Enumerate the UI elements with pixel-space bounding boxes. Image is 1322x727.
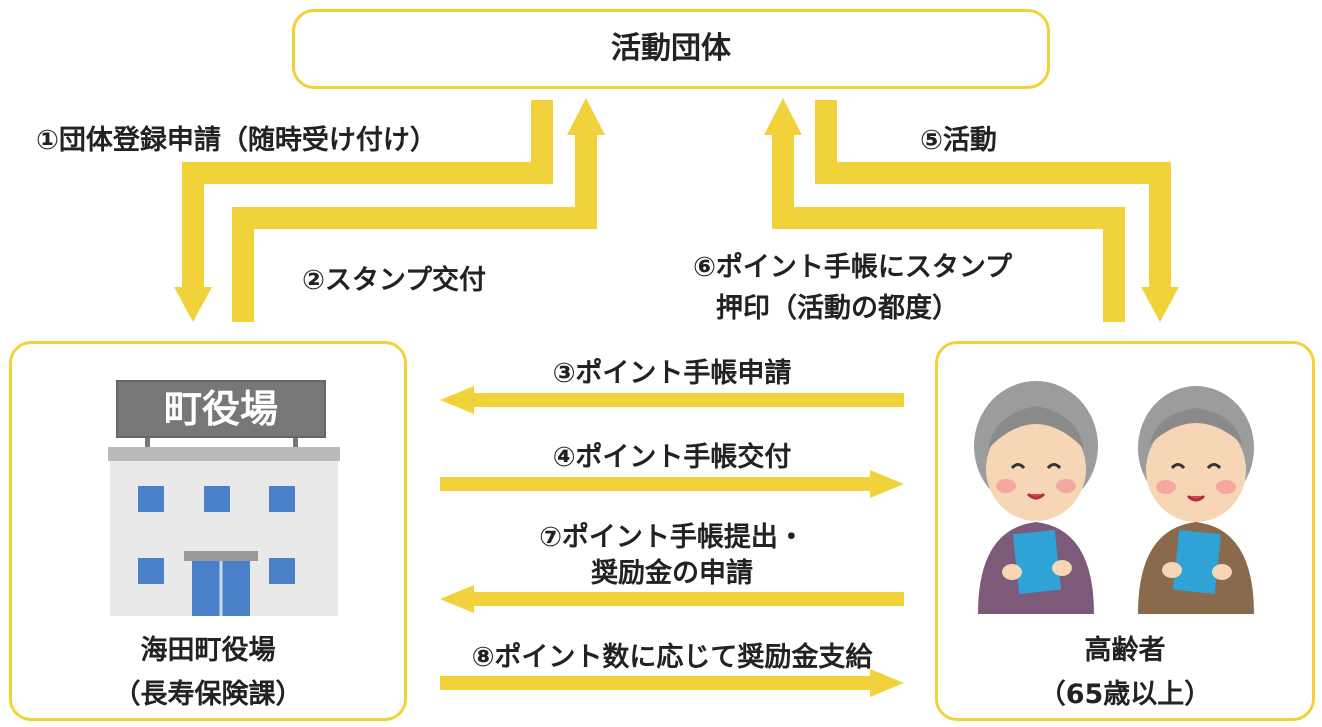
step8-label: ⑧ポイント数に応じて奨励金支給 <box>471 642 873 673</box>
elderly-people-illustration <box>974 381 1254 614</box>
arrow-step1-path <box>182 100 553 290</box>
arrow-step7-path <box>470 592 904 606</box>
arrow-step4-path <box>440 477 874 491</box>
step4-label: ④ポイント手帳交付 <box>552 442 792 473</box>
town-hall-sign-text: 町役場 <box>164 387 278 431</box>
step6-label-line1: ⑥ポイント手帳にスタンプ <box>693 252 1013 283</box>
step5-label: ⑤活動 <box>920 125 997 156</box>
arrow-step8-path <box>440 676 874 690</box>
arrow-step6-head <box>764 98 802 135</box>
activity-group-title: 活動団体 <box>611 31 731 66</box>
elderly-name: 高齢者 <box>1084 635 1166 666</box>
step1-label: ①団体登録申請（随時受け付け） <box>36 125 437 156</box>
elderly-age: （65歳以上） <box>1038 679 1212 710</box>
town-hall-dept: （長寿保険課） <box>113 679 303 710</box>
arrow-step6-path <box>772 132 1125 322</box>
town-hall-box: 町役場 海田町役場 （長寿保険課） <box>9 341 407 721</box>
elderly-woman-icon <box>974 381 1098 614</box>
arrow-step4-head <box>870 470 904 498</box>
step6-label-line2: 押印（活動の都度） <box>716 293 959 324</box>
elderly-man-icon <box>1138 386 1254 614</box>
activity-group-box: 活動団体 <box>292 9 1050 89</box>
town-hall-name: 海田町役場 <box>140 635 276 666</box>
arrow-step3-head <box>440 386 474 414</box>
step3-label: ③ポイント手帳申請 <box>552 358 792 389</box>
step7-label-line2: 奨励金の申請 <box>591 558 753 589</box>
arrow-step5-head <box>1141 287 1179 322</box>
arrow-step3-path <box>470 393 904 407</box>
arrow-step7-head <box>440 585 474 613</box>
arrow-step1-head <box>174 287 212 322</box>
step7-label-line1: ⑦ポイント手帳提出・ <box>539 522 805 553</box>
arrow-step5-path <box>815 100 1171 290</box>
arrow-step2-head <box>567 98 605 135</box>
arrow-step2-path <box>232 132 597 322</box>
elderly-box: 高齢者 （65歳以上） <box>935 341 1315 721</box>
arrow-step8-head <box>870 669 904 697</box>
town-hall-building-icon: 町役場 <box>108 380 340 616</box>
step2-label: ②スタンプ交付 <box>302 265 487 296</box>
